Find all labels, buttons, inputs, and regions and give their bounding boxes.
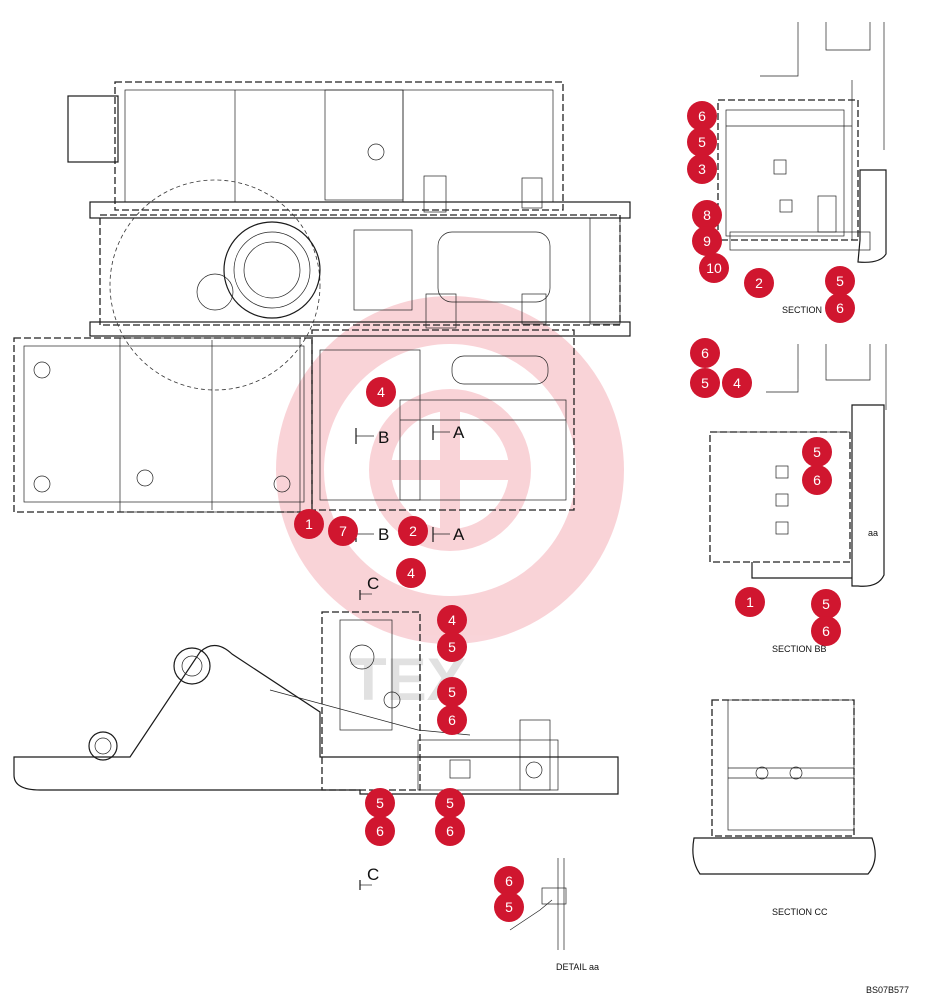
cut-mark-b-lower: B <box>378 525 389 544</box>
callout-c12: 7 <box>328 516 358 546</box>
section-cc-label: SECTION CC <box>772 907 828 917</box>
svg-text:5: 5 <box>822 596 830 612</box>
svg-text:5: 5 <box>836 273 844 289</box>
svg-text:7: 7 <box>339 523 347 539</box>
section-a-view: SECTION <box>717 22 887 315</box>
svg-text:6: 6 <box>446 823 454 839</box>
callout-markers: 6 5 3 8 9 10 2 5 6 4 1 7 2 6 5 4 5 6 1 5… <box>294 101 855 922</box>
callout-c26: 6 <box>437 705 467 735</box>
svg-text:1: 1 <box>746 594 754 610</box>
svg-text:4: 4 <box>407 565 415 581</box>
callout-c30: 6 <box>435 816 465 846</box>
callout-c03: 3 <box>687 154 717 184</box>
svg-text:6: 6 <box>822 623 830 639</box>
svg-text:10: 10 <box>706 260 722 276</box>
svg-text:5: 5 <box>376 795 384 811</box>
callout-c05: 9 <box>692 226 722 256</box>
svg-text:5: 5 <box>813 444 821 460</box>
callout-c28: 6 <box>365 816 395 846</box>
svg-text:5: 5 <box>701 375 709 391</box>
callout-c15: 5 <box>690 368 720 398</box>
callout-c31: 6 <box>494 866 524 896</box>
section-bb-view: SECTION BB aa <box>709 344 887 654</box>
detail-aa-view: DETAIL aa <box>509 858 599 972</box>
callout-c17: 5 <box>802 437 832 467</box>
callout-c27: 5 <box>365 788 395 818</box>
svg-text:6: 6 <box>448 712 456 728</box>
svg-text:2: 2 <box>755 275 763 291</box>
svg-text:3: 3 <box>698 161 706 177</box>
svg-text:4: 4 <box>377 384 385 400</box>
callout-c22: 4 <box>396 558 426 588</box>
svg-text:5: 5 <box>505 899 513 915</box>
svg-text:6: 6 <box>836 300 844 316</box>
svg-text:6: 6 <box>376 823 384 839</box>
callout-c09: 6 <box>825 293 855 323</box>
side-view: C C <box>13 574 619 890</box>
callout-c13: 2 <box>398 516 428 546</box>
svg-text:1: 1 <box>305 516 313 532</box>
callout-c23: 4 <box>437 605 467 635</box>
callout-c20: 5 <box>811 589 841 619</box>
callout-c04: 8 <box>692 200 722 230</box>
callout-c06: 10 <box>699 253 729 283</box>
detail-aa-label: DETAIL aa <box>556 962 599 972</box>
callout-c14: 6 <box>690 338 720 368</box>
detail-mark: aa <box>868 528 878 538</box>
callout-c25: 5 <box>437 677 467 707</box>
callout-c16: 4 <box>722 368 752 398</box>
callout-c10: 4 <box>366 377 396 407</box>
callout-c18: 6 <box>802 465 832 495</box>
cut-mark-a-upper: A <box>453 423 465 442</box>
svg-text:2: 2 <box>409 523 417 539</box>
svg-text:5: 5 <box>448 639 456 655</box>
svg-text:6: 6 <box>813 472 821 488</box>
callout-c21: 6 <box>811 616 841 646</box>
cut-mark-a-lower: A <box>453 525 465 544</box>
callout-c11: 1 <box>294 509 324 539</box>
watermark-logo <box>276 296 624 644</box>
callout-c07: 2 <box>744 268 774 298</box>
section-a-label: SECTION <box>782 305 822 315</box>
cut-mark-c-lower: C <box>367 865 379 884</box>
svg-text:9: 9 <box>703 233 711 249</box>
svg-text:8: 8 <box>703 207 711 223</box>
svg-text:6: 6 <box>701 345 709 361</box>
callout-c02: 5 <box>687 127 717 157</box>
svg-text:6: 6 <box>698 108 706 124</box>
svg-text:5: 5 <box>448 684 456 700</box>
cut-mark-b-upper: B <box>378 428 389 447</box>
callout-c08: 5 <box>825 266 855 296</box>
callout-c32: 5 <box>494 892 524 922</box>
top-view-frame <box>13 81 631 513</box>
svg-text:4: 4 <box>733 375 741 391</box>
callout-c29: 5 <box>435 788 465 818</box>
svg-text:6: 6 <box>505 873 513 889</box>
callout-c24: 5 <box>437 632 467 662</box>
cut-mark-c-upper: C <box>367 574 379 593</box>
section-cc-view: SECTION CC <box>692 699 876 917</box>
callout-c19: 1 <box>735 587 765 617</box>
callout-c01: 6 <box>687 101 717 131</box>
svg-text:5: 5 <box>446 795 454 811</box>
section-bb-label: SECTION BB <box>772 644 827 654</box>
figure-code: BS07B577 <box>866 985 909 995</box>
svg-text:5: 5 <box>698 134 706 150</box>
svg-text:4: 4 <box>448 612 456 628</box>
